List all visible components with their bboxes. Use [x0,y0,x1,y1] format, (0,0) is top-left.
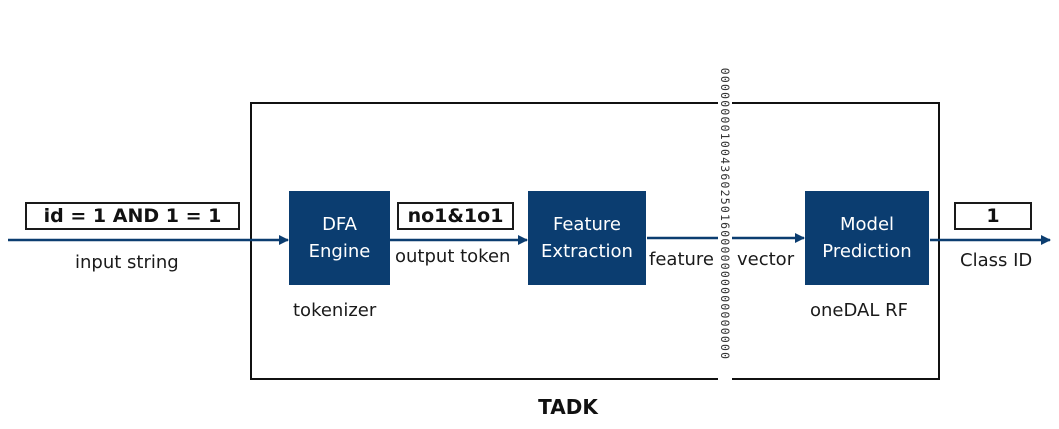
feature-extraction-line2: Extraction [541,241,633,262]
feature-extraction-line1: Feature [552,214,622,235]
onedal-rf-caption: oneDAL RF [810,300,908,321]
model-prediction-block: Model Prediction [805,191,929,285]
class-id-value: 1 [954,202,1032,230]
output-token-value: no1&1o1 [397,202,514,230]
input-string-label: input string [75,252,179,273]
feature-vector-label-right: vector [737,249,795,270]
feature-vector-bits-text: 000000001004360250160000000000000000 [718,67,732,361]
tokenizer-caption: tokenizer [293,300,377,321]
output-token-label: output token [395,246,511,267]
model-prediction-line2: Prediction [822,241,912,262]
dfa-engine-line2: Engine [308,241,371,262]
dfa-engine-block: DFA Engine [289,191,390,285]
tadk-title: TADK [538,395,598,419]
input-string-value: id = 1 AND 1 = 1 [25,202,240,230]
model-prediction-line1: Model [839,214,895,235]
feature-vector-bits: 000000001004360250160000000000000000 [718,22,732,406]
feature-vector-label-left: feature [649,249,714,270]
dfa-engine-line1: DFA [322,214,357,235]
class-id-label: Class ID [960,250,1033,271]
feature-extraction-block: Feature Extraction [528,191,646,285]
